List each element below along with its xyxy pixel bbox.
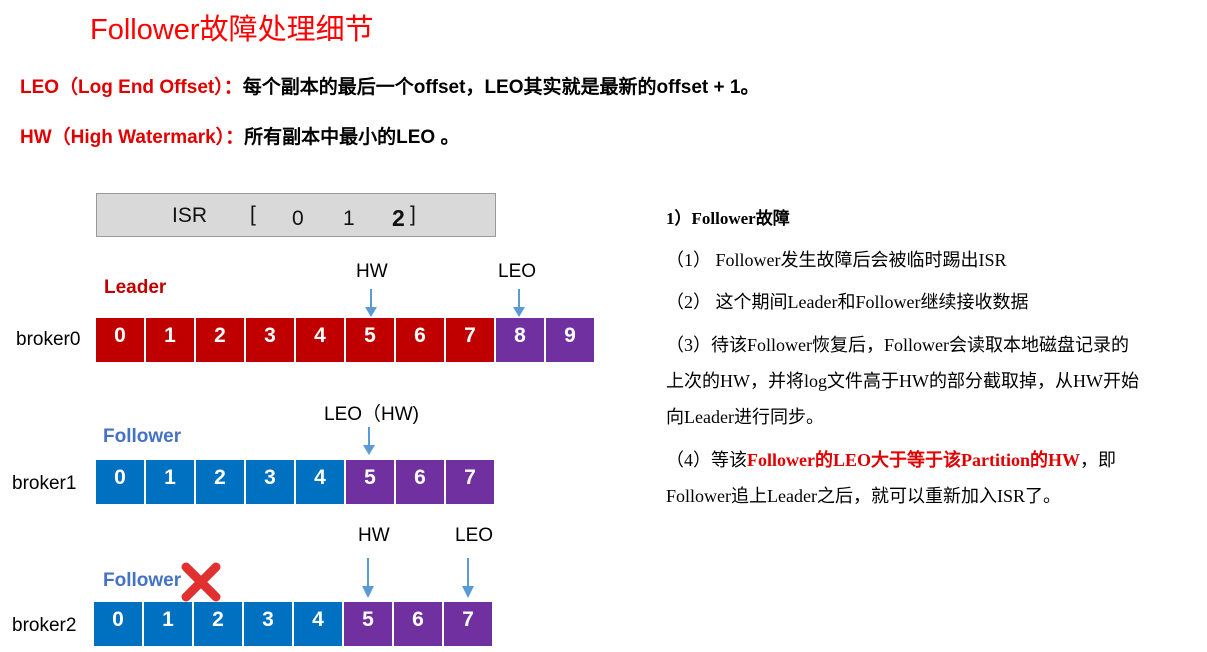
note-4-suffix: ，即 <box>1079 450 1116 470</box>
log-offset-cell: 6 <box>396 460 444 504</box>
log-offset-cell: 3 <box>246 318 294 362</box>
note-4-line2: Follower追上Leader之后，就可以重新加入ISR了。 <box>666 486 1061 506</box>
log-offset-cell: 7 <box>446 460 494 504</box>
note-3-line2: 上次的HW，并将log文件高于HW的部分截取掉，从HW开始 <box>666 371 1139 391</box>
broker1-role: Follower <box>103 426 182 447</box>
log-offset-cell: 0 <box>94 602 142 646</box>
log-offset-cell: 5 <box>346 460 394 504</box>
log-offset-cell: 1 <box>146 318 194 362</box>
leo-term: LEO（Log End Offset）： <box>20 77 243 98</box>
log-offset-cell: 4 <box>296 460 344 504</box>
note-3-line3: 向Leader进行同步。 <box>666 407 824 427</box>
log-offset-cell: 4 <box>294 602 342 646</box>
failure-x-icon <box>181 562 221 602</box>
isr-member-0: 0 <box>292 207 304 230</box>
log-offset-cell: 2 <box>196 460 244 504</box>
broker1-leo-arrow <box>363 427 375 455</box>
broker2-hw-arrow <box>362 558 374 598</box>
note-2: （2） 这个期间Leader和Follower继续接收数据 <box>666 292 1029 312</box>
hw-description: 所有副本中最小的LEO 。 <box>244 127 460 148</box>
note-3-line1: （3）待该Follower恢复后，Follower会读取本地磁盘记录的 <box>666 335 1129 355</box>
hw-definition: HW（High Watermark）：所有副本中最小的LEO 。 <box>20 122 460 149</box>
notes-heading: 1）Follower故障 <box>666 209 790 228</box>
isr-close-bracket: ] <box>410 203 416 226</box>
broker0-label: broker0 <box>16 329 81 350</box>
broker0-role: Leader <box>104 277 167 298</box>
log-offset-cell: 7 <box>444 602 492 646</box>
isr-member-2: 2 <box>392 205 405 231</box>
broker2-hw-marker: HW <box>358 525 390 546</box>
broker2-label: broker2 <box>12 615 77 636</box>
leo-description: 每个副本的最后一个offset，LEO其实就是最新的offset + 1。 <box>242 77 760 98</box>
broker0-leo-arrow <box>513 289 525 317</box>
broker2-leo-marker: LEO <box>455 525 494 546</box>
log-offset-cell: 1 <box>146 460 194 504</box>
log-offset-cell: 6 <box>394 602 442 646</box>
log-offset-cell: 0 <box>96 318 144 362</box>
broker1-leo-hw-marker: LEO（HW) <box>324 404 420 425</box>
broker0-hw-arrow <box>365 289 377 317</box>
log-offset-cell: 9 <box>546 318 594 362</box>
broker2-role: Follower <box>103 570 182 591</box>
isr-member-1: 1 <box>343 207 355 230</box>
note-4-highlight: Follower的LEO大于等于该Partition的HW <box>747 450 1080 470</box>
log-offset-cell: 5 <box>346 318 394 362</box>
page-title: Follower故障处理细节 <box>90 14 374 46</box>
log-offset-cell: 8 <box>496 318 544 362</box>
broker1-label: broker1 <box>12 473 77 494</box>
isr-box <box>96 193 496 237</box>
log-offset-cell: 0 <box>96 460 144 504</box>
broker0-leo-marker: LEO <box>498 261 537 282</box>
hw-term: HW（High Watermark）： <box>20 127 245 148</box>
log-offset-cell: 1 <box>144 602 192 646</box>
broker2-leo-arrow <box>462 558 474 598</box>
broker0-hw-marker: HW <box>356 261 388 282</box>
log-offset-cell: 2 <box>194 602 242 646</box>
isr-label: ISR <box>172 204 208 227</box>
log-offset-cell: 5 <box>344 602 392 646</box>
log-offset-cell: 2 <box>196 318 244 362</box>
log-offset-cell: 3 <box>246 460 294 504</box>
isr-open-bracket: [ <box>250 203 256 226</box>
log-offset-cell: 6 <box>396 318 444 362</box>
note-4-prefix: （4）等该 <box>666 450 747 470</box>
note-4-line1: （4）等该Follower的LEO大于等于该Partition的HW，即 <box>666 446 1116 472</box>
leo-definition: LEO（Log End Offset）：每个副本的最后一个offset，LEO其… <box>20 72 759 99</box>
note-1: （1） Follower发生故障后会被临时踢出ISR <box>666 250 1007 270</box>
log-offset-cell: 3 <box>244 602 292 646</box>
log-offset-cell: 7 <box>446 318 494 362</box>
log-offset-cell: 4 <box>296 318 344 362</box>
